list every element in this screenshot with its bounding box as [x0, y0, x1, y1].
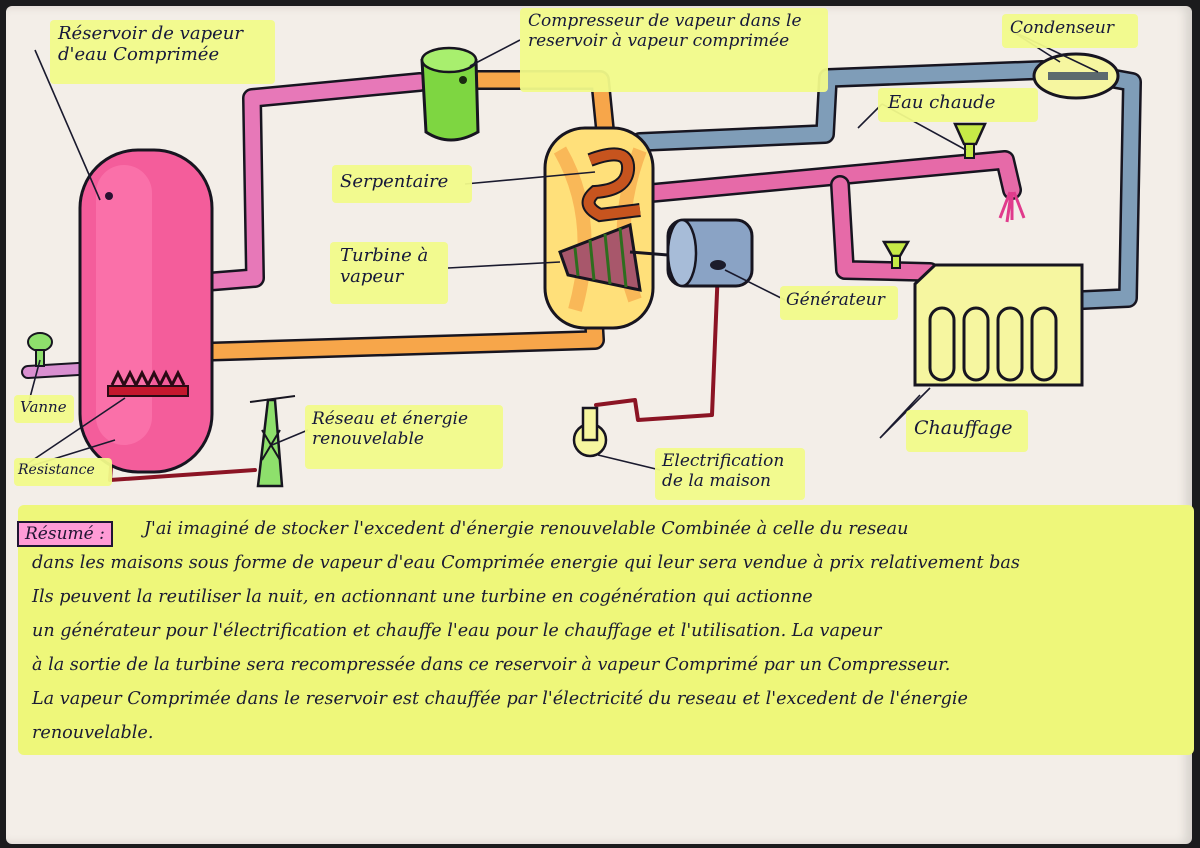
highlight-compressor — [520, 8, 828, 92]
label-reservoir: Réservoir de vapeur d'eau Comprimée — [58, 23, 243, 65]
label-condenser: Condenseur — [1010, 18, 1114, 38]
highlight-heating — [906, 410, 1028, 452]
highlight-reservoir — [50, 20, 275, 84]
pink-pipe-to-heater — [830, 175, 940, 282]
highlight-grid — [305, 405, 503, 469]
highlight-turbine — [330, 242, 448, 304]
label-coil: Serpentaire — [340, 171, 449, 192]
label-compressor: Compresseur de vapeur dans le reservoir … — [528, 11, 802, 51]
label-turbine: Turbine à vapeur — [340, 245, 429, 287]
highlight-resistance — [14, 458, 112, 486]
label-grid: Réseau et énergie renouvelable — [312, 409, 469, 449]
summary-highlight — [18, 505, 1194, 755]
label-hot-water: Eau chaude — [888, 92, 996, 113]
highlight-electrification — [655, 448, 805, 500]
summary-heading: Résumé : — [17, 521, 113, 547]
label-resistance: Resistance — [18, 462, 95, 478]
summary-text: J'ai imaginé de stocker l'excedent d'éne… — [32, 519, 1020, 743]
generator-wire — [594, 266, 720, 422]
hot-water-tap — [953, 122, 987, 146]
label-heating: Chauffage — [914, 417, 1013, 439]
heater-valve — [881, 240, 911, 258]
highlight-hot-water — [878, 88, 1038, 122]
highlight-generator — [780, 286, 898, 320]
label-generator: Générateur — [786, 290, 885, 310]
label-valve: Vanne — [20, 398, 67, 416]
label-electrification: Electrification de la maison — [662, 451, 785, 491]
highlight-valve — [14, 395, 74, 423]
highlight-condenser — [1002, 14, 1138, 48]
valve-handle — [27, 332, 53, 352]
highlight-coil — [332, 165, 472, 203]
